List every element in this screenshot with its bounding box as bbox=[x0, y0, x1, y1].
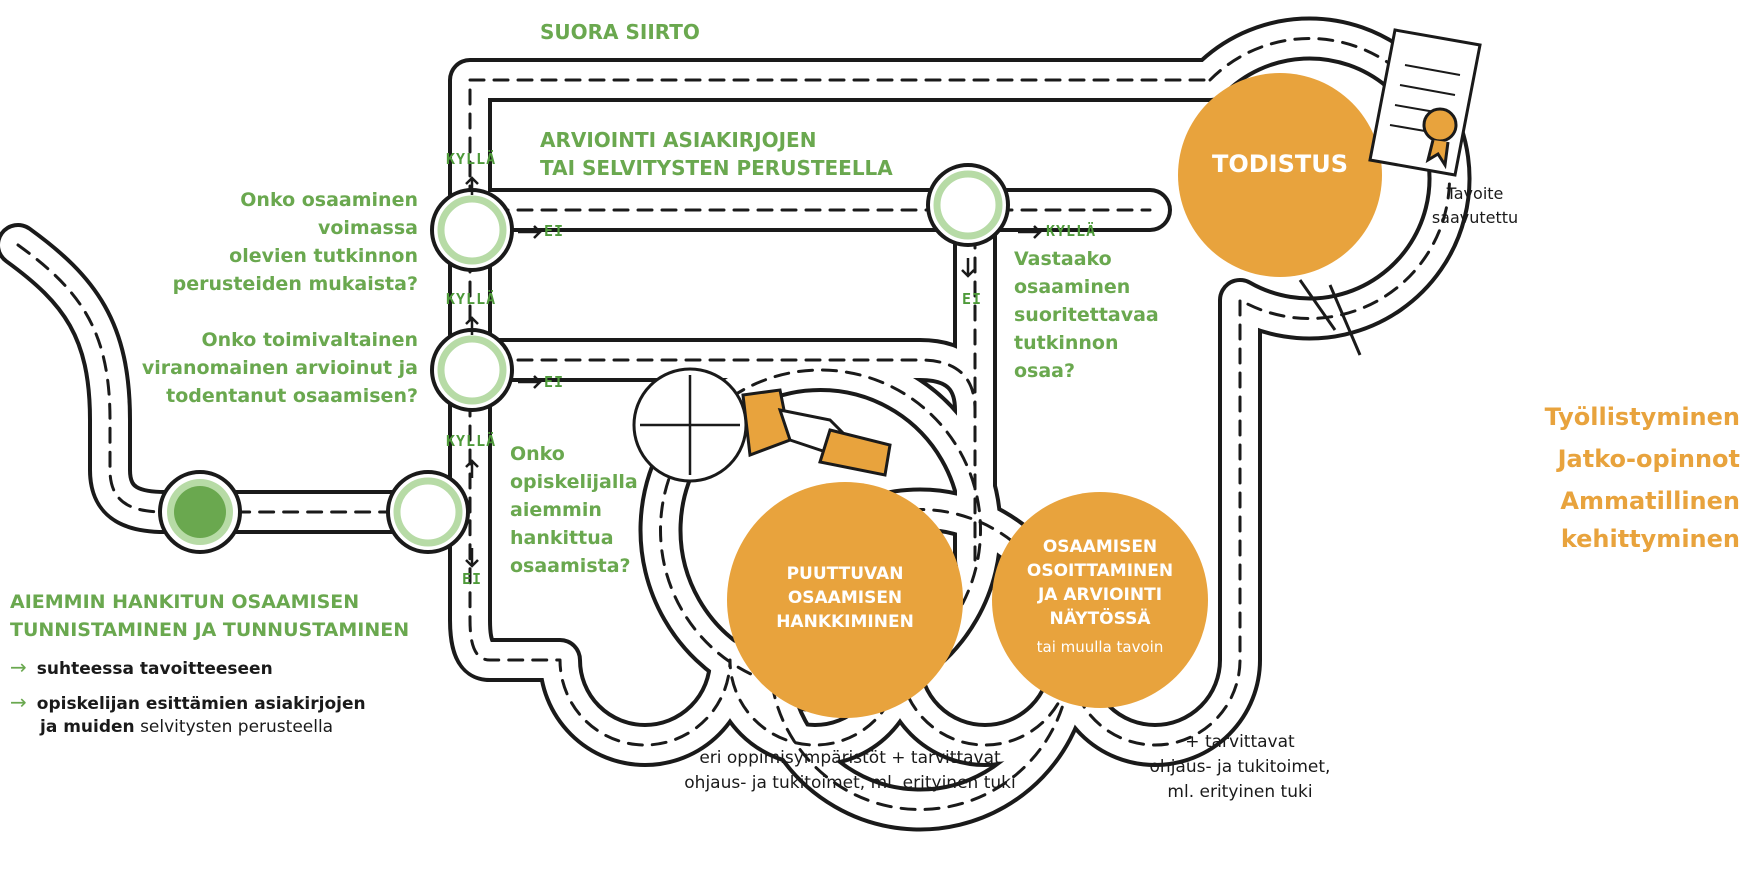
outcome-item: Jatko-opinnot bbox=[1557, 445, 1740, 473]
bullet-2-line2-rest: selvitysten perusteella bbox=[134, 717, 334, 737]
sign-ei-2: EI bbox=[544, 373, 565, 391]
question-2: Onko toimivaltainen viranomainen arvioin… bbox=[140, 326, 418, 410]
note-bottom-left: eri oppimisympäristöt + tarvittavat ohja… bbox=[640, 746, 1060, 796]
sign-kylla-1: KYLLÄ bbox=[446, 150, 497, 168]
bullet-2-text: opiskelijan esittämien asiakirjojen bbox=[36, 694, 366, 714]
q2-line: viranomainen arvioinut ja bbox=[141, 357, 418, 379]
q4-line: osaaminen bbox=[1014, 276, 1131, 298]
puuttuvan-circle bbox=[727, 482, 963, 718]
puzzle-icon bbox=[632, 367, 792, 483]
outcome-item: Työllistyminen bbox=[1544, 403, 1740, 431]
start-node bbox=[158, 470, 242, 554]
decision-node-q3 bbox=[386, 470, 470, 554]
certificate-icon bbox=[1368, 28, 1482, 177]
tavoite-line1: Tavoite bbox=[1446, 184, 1504, 203]
osoittaminen-line: OSOITTAMINEN bbox=[1026, 561, 1174, 581]
note-line: eri oppimisympäristöt + tarvittavat bbox=[699, 748, 1001, 768]
q4-line: Vastaako bbox=[1014, 248, 1112, 270]
q1-line: perusteiden mukaista? bbox=[172, 273, 418, 295]
q3-line: opiskelijalla bbox=[510, 471, 638, 493]
q3-line: aiemmin bbox=[510, 499, 602, 521]
bullet-2: → opiskelijan esittämien asiakirjojen bbox=[10, 690, 366, 717]
q4-line: suoritettavaa bbox=[1014, 304, 1159, 326]
osoittaminen-line: JA ARVIOINTI bbox=[1037, 585, 1163, 605]
outcome-item: Ammatillinen bbox=[1560, 487, 1740, 515]
sign-kylla-4: KYLLÄ bbox=[1046, 222, 1097, 240]
bullet-1-text: suhteessa tavoitteeseen bbox=[36, 659, 273, 679]
osoittaminen-line: NÄYTÖSSÄ bbox=[1049, 609, 1151, 629]
question-1: Onko osaaminen voimassa olevien tutkinno… bbox=[140, 186, 418, 298]
bullet-2-line2-bold: ja muiden bbox=[40, 717, 135, 737]
question-4: Vastaako osaaminen suoritettavaa tutkinn… bbox=[1014, 245, 1159, 385]
arrow-right-icon bbox=[465, 176, 1042, 568]
osoittaminen-text: OSAAMISEN OSOITTAMINEN JA ARVIOINTI NÄYT… bbox=[1000, 535, 1200, 659]
osoittaminen-sub: tai muulla tavoin bbox=[1036, 638, 1164, 656]
outcomes: Työllistyminen Jatko-opinnot Ammatilline… bbox=[1380, 398, 1740, 558]
q3-line: hankittua bbox=[510, 527, 614, 549]
note-line: ml. erityinen tuki bbox=[1167, 782, 1313, 802]
decision-node-q2 bbox=[430, 328, 514, 412]
osoittaminen-circle bbox=[992, 492, 1208, 708]
q1-line: olevien tutkinnon bbox=[229, 245, 418, 267]
tavoite-label: Tavoite saavutettu bbox=[1420, 182, 1530, 230]
bullet-2-line2: ja muiden selvitysten perusteella bbox=[40, 715, 333, 740]
question-3: Onko opiskelijalla aiemmin hankittua osa… bbox=[510, 440, 638, 580]
q2-line: Onko toimivaltainen bbox=[201, 329, 418, 351]
note-line: + tarvittavat bbox=[1185, 732, 1295, 752]
sign-ei-4: EI bbox=[962, 290, 983, 308]
note-line: ohjaus- ja tukitoimet, ml. erityinen tuk… bbox=[684, 773, 1016, 793]
puuttuvan-text: PUUTTUVAN OSAAMISEN HANKKIMINEN bbox=[745, 562, 945, 634]
decision-node-q1 bbox=[430, 188, 514, 272]
puuttuvan-line: OSAAMISEN bbox=[787, 588, 903, 608]
q4-line: osaa? bbox=[1014, 360, 1076, 382]
section-title-line2: TUNNISTAMINEN JA TUNNUSTAMINEN bbox=[10, 619, 410, 641]
arrow-right-icon: → bbox=[10, 655, 27, 679]
note-bottom-right: + tarvittavat ohjaus- ja tukitoimet, ml.… bbox=[1120, 730, 1360, 805]
sign-kylla-2: KYLLÄ bbox=[446, 290, 497, 308]
arviointi-line2: TAI SELVITYSTEN PERUSTEELLA bbox=[540, 156, 893, 180]
q1-line: Onko osaaminen voimassa bbox=[240, 189, 418, 239]
q4-line: tutkinnon bbox=[1014, 332, 1119, 354]
arrow-right-icon: → bbox=[10, 690, 27, 714]
bullet-1: → suhteessa tavoitteeseen bbox=[10, 655, 273, 682]
q3-line: osaamista? bbox=[510, 555, 631, 577]
sign-ei-1: EI bbox=[544, 222, 565, 240]
section-title-line1: AIEMMIN HANKITUN OSAAMISEN bbox=[10, 591, 360, 613]
puuttuvan-line: HANKKIMINEN bbox=[776, 612, 914, 632]
outcome-item: kehittyminen bbox=[1560, 525, 1740, 553]
q2-line: todentanut osaamisen? bbox=[166, 385, 418, 407]
tavoite-line2: saavutettu bbox=[1431, 208, 1519, 227]
note-line: ohjaus- ja tukitoimet, bbox=[1149, 757, 1331, 777]
sign-ei-3: EI bbox=[462, 570, 483, 588]
decision-node-q4 bbox=[926, 163, 1010, 247]
arviointi-label: ARVIOINTI ASIAKIRJOJEN TAI SELVITYSTEN P… bbox=[540, 126, 893, 182]
hand-icon bbox=[777, 408, 892, 477]
sign-kylla-3: KYLLÄ bbox=[446, 432, 497, 450]
todistus-label: TODISTUS bbox=[1211, 150, 1349, 178]
osoittaminen-line: OSAAMISEN bbox=[1042, 537, 1158, 557]
puuttuvan-line: PUUTTUVAN bbox=[786, 564, 904, 584]
outcome-lines bbox=[1298, 279, 1362, 356]
arviointi-line1: ARVIOINTI ASIAKIRJOJEN bbox=[540, 128, 817, 152]
suora-siirto-label: SUORA SIIRTO bbox=[540, 20, 700, 44]
section-title: AIEMMIN HANKITUN OSAAMISEN TUNNISTAMINEN… bbox=[10, 588, 409, 644]
q3-line: Onko bbox=[510, 443, 565, 465]
todistus-circle bbox=[1178, 73, 1382, 277]
